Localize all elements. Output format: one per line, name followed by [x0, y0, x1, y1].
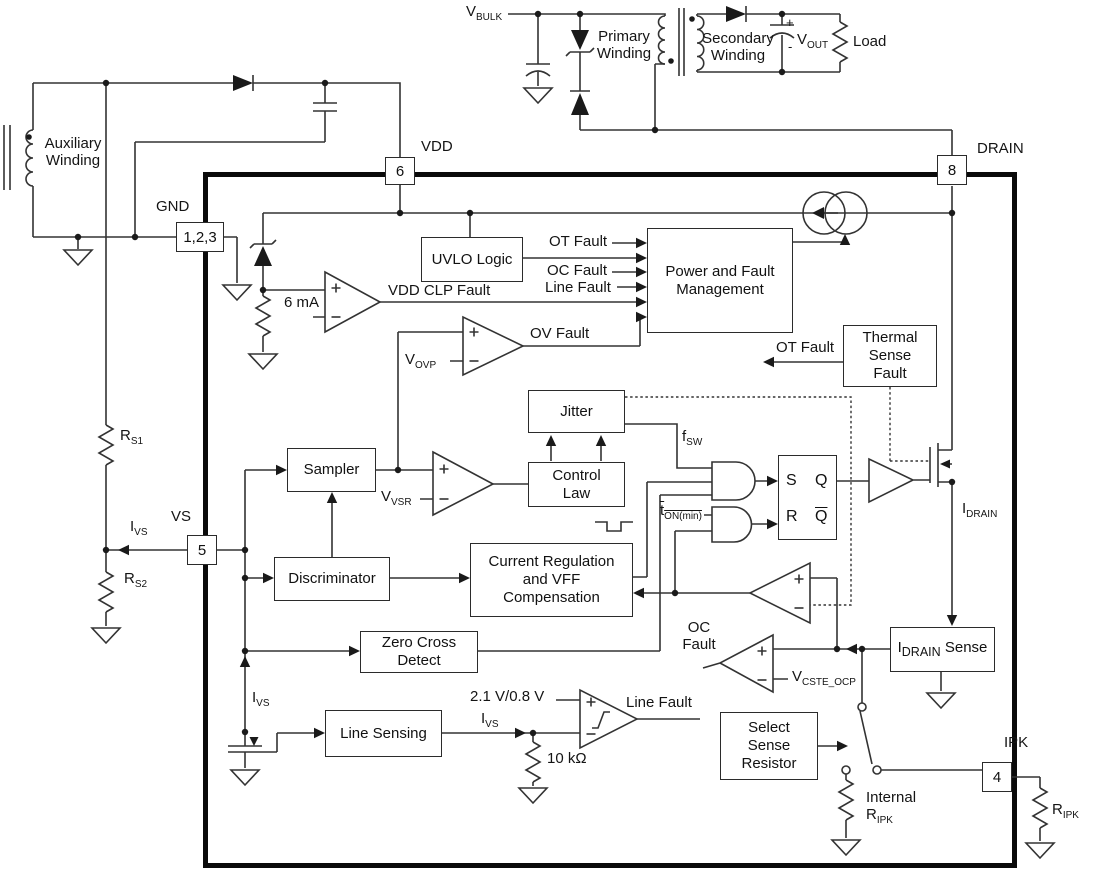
- gnd-pin-label: GND: [156, 198, 190, 215]
- load-label: Load: [853, 33, 887, 50]
- pin-vs: 5: [187, 535, 217, 565]
- drain-pin-label: DRAIN: [977, 140, 1024, 157]
- latch-s-label: S: [786, 472, 797, 489]
- junction-dots: [74, 10, 956, 737]
- latch-qbar-label: Q: [815, 508, 828, 525]
- uvlo-logic-block: UVLO Logic: [421, 237, 523, 282]
- secondary-winding-label: Secondary Winding: [702, 30, 774, 64]
- ivs-bottom-label: IVS: [252, 689, 270, 709]
- dotted-links: [625, 387, 930, 606]
- rs1-label: RS1: [120, 427, 144, 447]
- rs2-label: RS2: [124, 570, 148, 590]
- cap-plus-label: +: [786, 15, 794, 30]
- ipk-pin-label: IPK: [1004, 734, 1029, 751]
- vdd-pin-label: VDD: [421, 138, 453, 155]
- latch-q-label: Q: [815, 472, 828, 489]
- idrain-sense-block: IDRAIN Sense: [890, 627, 995, 672]
- primary-winding-label: Primary Winding: [596, 28, 652, 62]
- select-sense-resistor-block: Select Sense Resistor: [720, 712, 818, 780]
- zener-icon: [254, 246, 272, 266]
- idrain-label: IDRAIN: [962, 500, 998, 520]
- filled-symbols: [26, 6, 958, 752]
- diode-icon: [233, 75, 253, 91]
- line-fault-out-label: Line Fault: [626, 694, 692, 711]
- internal-label: Internal: [866, 789, 917, 806]
- polarity-dots: [26, 16, 695, 140]
- discriminator-block: Discriminator: [274, 557, 390, 601]
- ot-fault-right-label: OT Fault: [776, 339, 835, 356]
- ot-fault-label: OT Fault: [549, 233, 608, 250]
- sr-latch-block: S Q R Q: [778, 455, 837, 540]
- pin-ipk: 4: [982, 762, 1012, 792]
- jitter-block: Jitter: [528, 390, 625, 433]
- pin-drain: 8: [937, 155, 967, 185]
- power-fault-management-block: Power and Fault Management: [647, 228, 793, 333]
- zener-icon: [571, 30, 589, 50]
- ripk-label: RIPK: [1052, 801, 1079, 821]
- diode-icon: [726, 6, 746, 22]
- line-fault-label: Line Fault: [545, 279, 611, 296]
- line-sensing-block: Line Sensing: [325, 710, 442, 757]
- oc-fault-label: OC Fault: [547, 262, 608, 279]
- diode-icon: [571, 93, 589, 115]
- ten-kohm-label: 10 kΩ: [547, 750, 587, 767]
- switch-contact-icon: [841, 702, 882, 775]
- threshold-label: 2.1 V/0.8 V: [470, 688, 545, 705]
- fsw-label: fSW: [682, 428, 703, 448]
- vvsr-label: VVSR: [381, 488, 412, 508]
- current-regulation-block: Current Regulation and VFF Compensation: [470, 543, 633, 617]
- ton-min-label: tON(min): [660, 502, 702, 522]
- latch-r-label: R: [786, 508, 798, 525]
- control-law-block: Control Law: [528, 462, 625, 507]
- thermal-sense-fault-block: Thermal Sense Fault: [843, 325, 937, 387]
- vovp-label: VOVP: [405, 351, 437, 371]
- current-source-arrow-icon: [812, 207, 824, 219]
- vout-label: VOUT: [797, 31, 829, 51]
- internal-ripk-label: RIPK: [866, 806, 893, 826]
- mosfet-body-arrow-icon: [940, 459, 950, 469]
- cap-minus-label: -: [788, 39, 793, 54]
- aux-winding-label: Auxiliary Winding: [44, 135, 102, 169]
- vbulk-label: VBULK: [466, 3, 503, 23]
- vdd-clp-fault-label: VDD CLP Fault: [388, 282, 491, 299]
- wires: [3, 6, 1055, 859]
- pin-vdd: 6: [385, 157, 415, 185]
- ivs-line-sense-label: IVS: [481, 710, 499, 730]
- pin-gnd: 1,2,3: [176, 222, 224, 252]
- current-arrow-icon: [249, 737, 259, 746]
- ivs-label: IVS: [130, 518, 148, 538]
- ov-fault-label: OV Fault: [530, 325, 590, 342]
- vcste-ocp-label: VCSTE_OCP: [792, 668, 856, 688]
- sampler-block: Sampler: [287, 448, 376, 492]
- vs-pin-label: VS: [171, 508, 192, 525]
- six-ma-label: 6 mA: [284, 294, 320, 311]
- zero-cross-detect-block: Zero Cross Detect: [360, 631, 478, 673]
